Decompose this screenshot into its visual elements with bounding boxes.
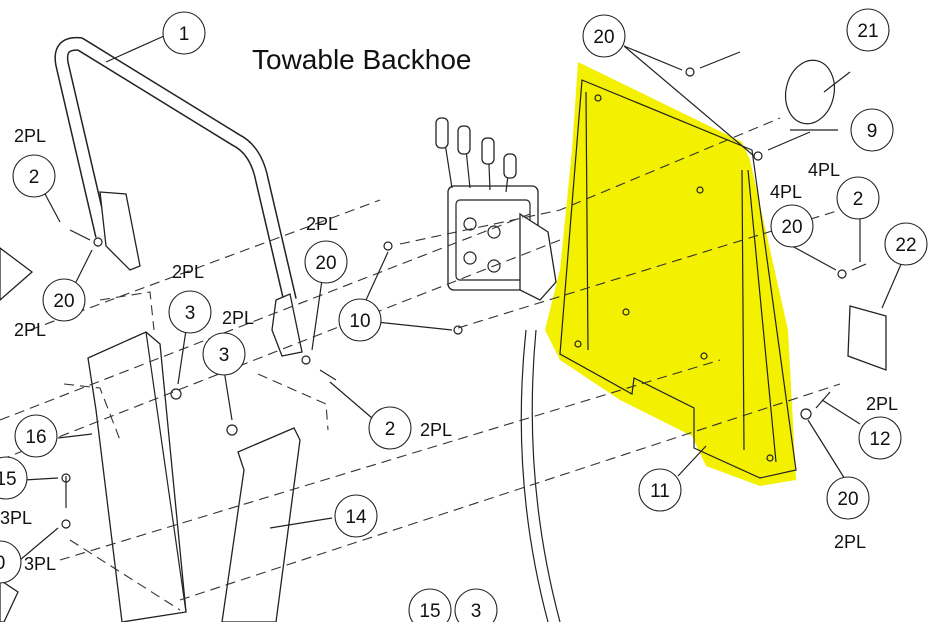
callout-number: 14 — [345, 507, 367, 528]
partial-part-left — [0, 247, 34, 301]
callout-bubble: 15 — [0, 456, 28, 500]
callout-bubble: 21 — [846, 8, 890, 52]
callout-number: 2 — [853, 189, 864, 210]
partial-part-left-lower — [0, 579, 19, 622]
callout-bubble: 3 — [202, 332, 246, 376]
callout-bubble: 20 — [304, 240, 348, 284]
callout-bubble: 20 — [42, 278, 86, 322]
callout-number: 2 — [385, 419, 396, 440]
callout-number: 3 — [185, 303, 196, 324]
callout-number: 11 — [650, 481, 670, 502]
callout-number: 9 — [867, 121, 878, 142]
plate-inner-edge — [585, 91, 777, 463]
callout-number: 12 — [869, 429, 890, 450]
quantity-label: 4PL — [770, 182, 802, 202]
plate-hole — [594, 94, 602, 102]
plate-hole — [622, 308, 630, 316]
callout-number: 10 — [349, 311, 370, 332]
assembly-lines — [0, 117, 841, 611]
callout-number: 2 — [29, 167, 40, 188]
callout-bubble: 16 — [14, 414, 58, 458]
plate-part-11 — [559, 79, 797, 479]
roll-bar-bracket-right — [271, 293, 303, 357]
hydraulic-hose — [520, 329, 561, 622]
quantity-label: 2PL — [14, 320, 46, 340]
callout-bubble: 20 — [770, 204, 814, 248]
callout-number: 0 — [0, 553, 5, 574]
quantity-label: 2PL — [420, 420, 452, 440]
quantity-label: 2PL — [866, 394, 898, 414]
callout-bubble: 3 — [454, 588, 498, 622]
fasteners — [61, 51, 867, 529]
callout-bubble: 2 — [368, 406, 412, 450]
plate-hole — [696, 186, 704, 194]
callout-bubble: 20 — [826, 476, 870, 520]
callout-bubble: 12 — [858, 416, 902, 460]
upright-part-14 — [221, 427, 301, 622]
callout-number: 22 — [895, 235, 916, 256]
callout-bubble: 3 — [168, 290, 212, 334]
callout-bubble: 14 — [334, 494, 378, 538]
callout-number: 20 — [781, 217, 802, 238]
callout-bubble: 20 — [582, 14, 626, 58]
callout-bubble: 9 — [850, 108, 894, 152]
quantity-label: 2PL — [306, 214, 338, 234]
upright-edge — [145, 331, 187, 613]
quantity-label: 2PL — [834, 532, 866, 552]
callout-bubble: 1 — [162, 11, 206, 55]
callout-bubble: 0 — [0, 540, 22, 584]
quantity-label: 2PL — [222, 308, 254, 328]
callout-number: 21 — [857, 21, 878, 42]
callout-bubble: 2 — [12, 154, 56, 198]
roll-bar-bracket-left — [99, 191, 141, 271]
decal-part-21 — [784, 59, 836, 125]
decal-part-22 — [847, 305, 887, 371]
callout-number: 20 — [593, 27, 614, 48]
callout-bubble: 10 — [338, 298, 382, 342]
callout-bubble: 22 — [884, 222, 928, 266]
callout-number: 1 — [179, 24, 190, 45]
plate-hole — [574, 340, 582, 348]
callout-number: 20 — [315, 253, 336, 274]
callout-number: 3 — [471, 601, 482, 622]
quantity-label: 3PL — [0, 508, 32, 528]
callout-number: 15 — [0, 469, 17, 490]
callout-number: 20 — [53, 291, 74, 312]
callout-number: 3 — [219, 345, 230, 366]
diagram-title: Towable Backhoe — [252, 44, 472, 75]
plate-hole — [700, 352, 708, 360]
control-valve — [435, 117, 557, 301]
callout-number: 15 — [419, 601, 440, 622]
callout-number: 20 — [837, 489, 858, 510]
callout-number: 16 — [25, 427, 46, 448]
callout-bubble: 15 — [408, 588, 452, 622]
quantity-label: 4PL — [808, 160, 840, 180]
quantity-label: 2PL — [172, 262, 204, 282]
upright-part-16 — [87, 331, 187, 622]
callout-bubble: 11 — [638, 468, 682, 512]
quantity-label: 2PL — [14, 126, 46, 146]
callout-bubble: 2 — [836, 176, 880, 220]
leader-lines — [19, 35, 903, 561]
quantity-label: 3PL — [24, 554, 56, 574]
plate-hole — [766, 454, 774, 462]
